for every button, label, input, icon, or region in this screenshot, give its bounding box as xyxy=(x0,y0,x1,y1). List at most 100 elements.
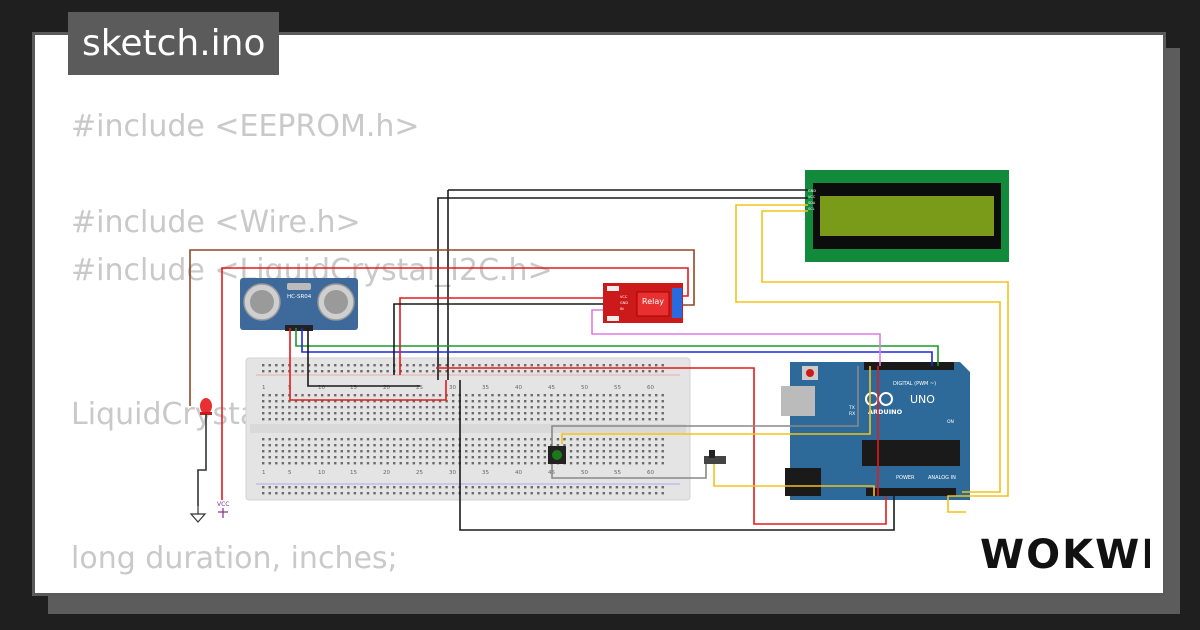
breadboard-hole[interactable] xyxy=(635,492,638,495)
breadboard-hole[interactable] xyxy=(510,406,514,409)
breadboard-hole[interactable] xyxy=(635,364,638,367)
breadboard-hole[interactable] xyxy=(615,486,619,489)
breadboard-hole[interactable] xyxy=(563,364,566,367)
breadboard-hole[interactable] xyxy=(451,462,455,465)
breadboard-hole[interactable] xyxy=(589,486,592,489)
slide-switch[interactable] xyxy=(704,450,726,464)
breadboard-hole[interactable] xyxy=(327,444,330,447)
breadboard-hole[interactable] xyxy=(451,418,455,421)
breadboard-hole[interactable] xyxy=(275,406,278,409)
breadboard-hole[interactable] xyxy=(471,364,474,367)
breadboard-hole[interactable] xyxy=(386,492,389,495)
breadboard-hole[interactable] xyxy=(399,462,402,465)
breadboard-hole[interactable] xyxy=(648,412,651,415)
breadboard-hole[interactable] xyxy=(582,492,586,495)
breadboard-hole[interactable] xyxy=(576,400,579,403)
breadboard-hole[interactable] xyxy=(517,492,520,495)
breadboard-hole[interactable] xyxy=(537,418,540,421)
breadboard-hole[interactable] xyxy=(471,462,474,465)
breadboard-hole[interactable] xyxy=(609,370,612,373)
breadboard-hole[interactable] xyxy=(386,406,389,409)
breadboard-hole[interactable] xyxy=(294,444,298,447)
breadboard[interactable]: 1 5 10 15 20 25 30 35 40 45 50 55 60 1 5… xyxy=(245,357,691,501)
breadboard-hole[interactable] xyxy=(262,438,265,441)
breadboard-hole[interactable] xyxy=(406,492,409,495)
breadboard-hole[interactable] xyxy=(419,444,422,447)
breadboard-hole[interactable] xyxy=(399,400,402,403)
breadboard-hole[interactable] xyxy=(379,406,383,409)
breadboard-hole[interactable] xyxy=(596,364,599,367)
breadboard-hole[interactable] xyxy=(550,370,553,373)
breadboard-hole[interactable] xyxy=(661,364,664,367)
breadboard-hole[interactable] xyxy=(635,406,638,409)
breadboard-hole[interactable] xyxy=(537,400,540,403)
breadboard-hole[interactable] xyxy=(641,444,645,447)
breadboard-hole[interactable] xyxy=(268,406,271,409)
breadboard-hole[interactable] xyxy=(268,438,271,441)
breadboard-hole[interactable] xyxy=(353,394,357,397)
breadboard-hole[interactable] xyxy=(379,438,383,441)
breadboard-hole[interactable] xyxy=(635,412,638,415)
breadboard-hole[interactable] xyxy=(386,412,389,415)
breadboard-hole[interactable] xyxy=(314,450,317,453)
breadboard-hole[interactable] xyxy=(484,486,488,489)
breadboard-hole[interactable] xyxy=(609,486,612,489)
breadboard-hole[interactable] xyxy=(412,406,416,409)
breadboard-hole[interactable] xyxy=(314,492,317,495)
breadboard-hole[interactable] xyxy=(622,418,625,421)
breadboard-hole[interactable] xyxy=(327,370,330,373)
breadboard-hole[interactable] xyxy=(484,462,488,465)
breadboard-hole[interactable] xyxy=(262,364,265,367)
breadboard-hole[interactable] xyxy=(569,412,573,415)
breadboard-hole[interactable] xyxy=(327,438,330,441)
breadboard-hole[interactable] xyxy=(569,406,573,409)
breadboard-hole[interactable] xyxy=(504,364,507,367)
breadboard-hole[interactable] xyxy=(340,412,343,415)
breadboard-hole[interactable] xyxy=(465,492,468,495)
breadboard-hole[interactable] xyxy=(458,364,461,367)
breadboard-hole[interactable] xyxy=(497,418,501,421)
breadboard-hole[interactable] xyxy=(406,462,409,465)
breadboard-hole[interactable] xyxy=(537,364,540,367)
breadboard-hole[interactable] xyxy=(334,370,337,373)
breadboard-hole[interactable] xyxy=(622,406,625,409)
breadboard-hole[interactable] xyxy=(543,370,547,373)
breadboard-hole[interactable] xyxy=(648,444,651,447)
breadboard-hole[interactable] xyxy=(432,444,435,447)
breadboard-hole[interactable] xyxy=(589,450,592,453)
breadboard-hole[interactable] xyxy=(281,444,285,447)
breadboard-hole[interactable] xyxy=(294,412,298,415)
breadboard-hole[interactable] xyxy=(432,438,435,441)
breadboard-hole[interactable] xyxy=(393,412,396,415)
breadboard-hole[interactable] xyxy=(360,438,363,441)
breadboard-hole[interactable] xyxy=(524,486,527,489)
breadboard-hole[interactable] xyxy=(327,456,330,459)
breadboard-hole[interactable] xyxy=(288,400,291,403)
breadboard-hole[interactable] xyxy=(399,444,402,447)
breadboard-hole[interactable] xyxy=(504,370,507,373)
breadboard-hole[interactable] xyxy=(530,364,533,367)
breadboard-hole[interactable] xyxy=(314,394,317,397)
breadboard-hole[interactable] xyxy=(386,400,389,403)
breadboard-hole[interactable] xyxy=(582,412,586,415)
breadboard-hole[interactable] xyxy=(353,450,357,453)
breadboard-hole[interactable] xyxy=(373,462,376,465)
breadboard-hole[interactable] xyxy=(471,406,474,409)
breadboard-hole[interactable] xyxy=(596,406,599,409)
breadboard-hole[interactable] xyxy=(334,412,337,415)
breadboard-hole[interactable] xyxy=(648,462,651,465)
breadboard-hole[interactable] xyxy=(399,456,402,459)
breadboard-hole[interactable] xyxy=(635,400,638,403)
breadboard-hole[interactable] xyxy=(275,418,278,421)
breadboard-hole[interactable] xyxy=(537,406,540,409)
breadboard-hole[interactable] xyxy=(537,412,540,415)
breadboard-hole[interactable] xyxy=(517,406,520,409)
breadboard-hole[interactable] xyxy=(569,450,573,453)
breadboard-hole[interactable] xyxy=(628,486,632,489)
breadboard-hole[interactable] xyxy=(262,370,265,373)
breadboard-hole[interactable] xyxy=(471,450,474,453)
breadboard-hole[interactable] xyxy=(327,394,330,397)
breadboard-hole[interactable] xyxy=(275,364,278,367)
breadboard-hole[interactable] xyxy=(320,492,324,495)
breadboard-hole[interactable] xyxy=(615,462,619,465)
